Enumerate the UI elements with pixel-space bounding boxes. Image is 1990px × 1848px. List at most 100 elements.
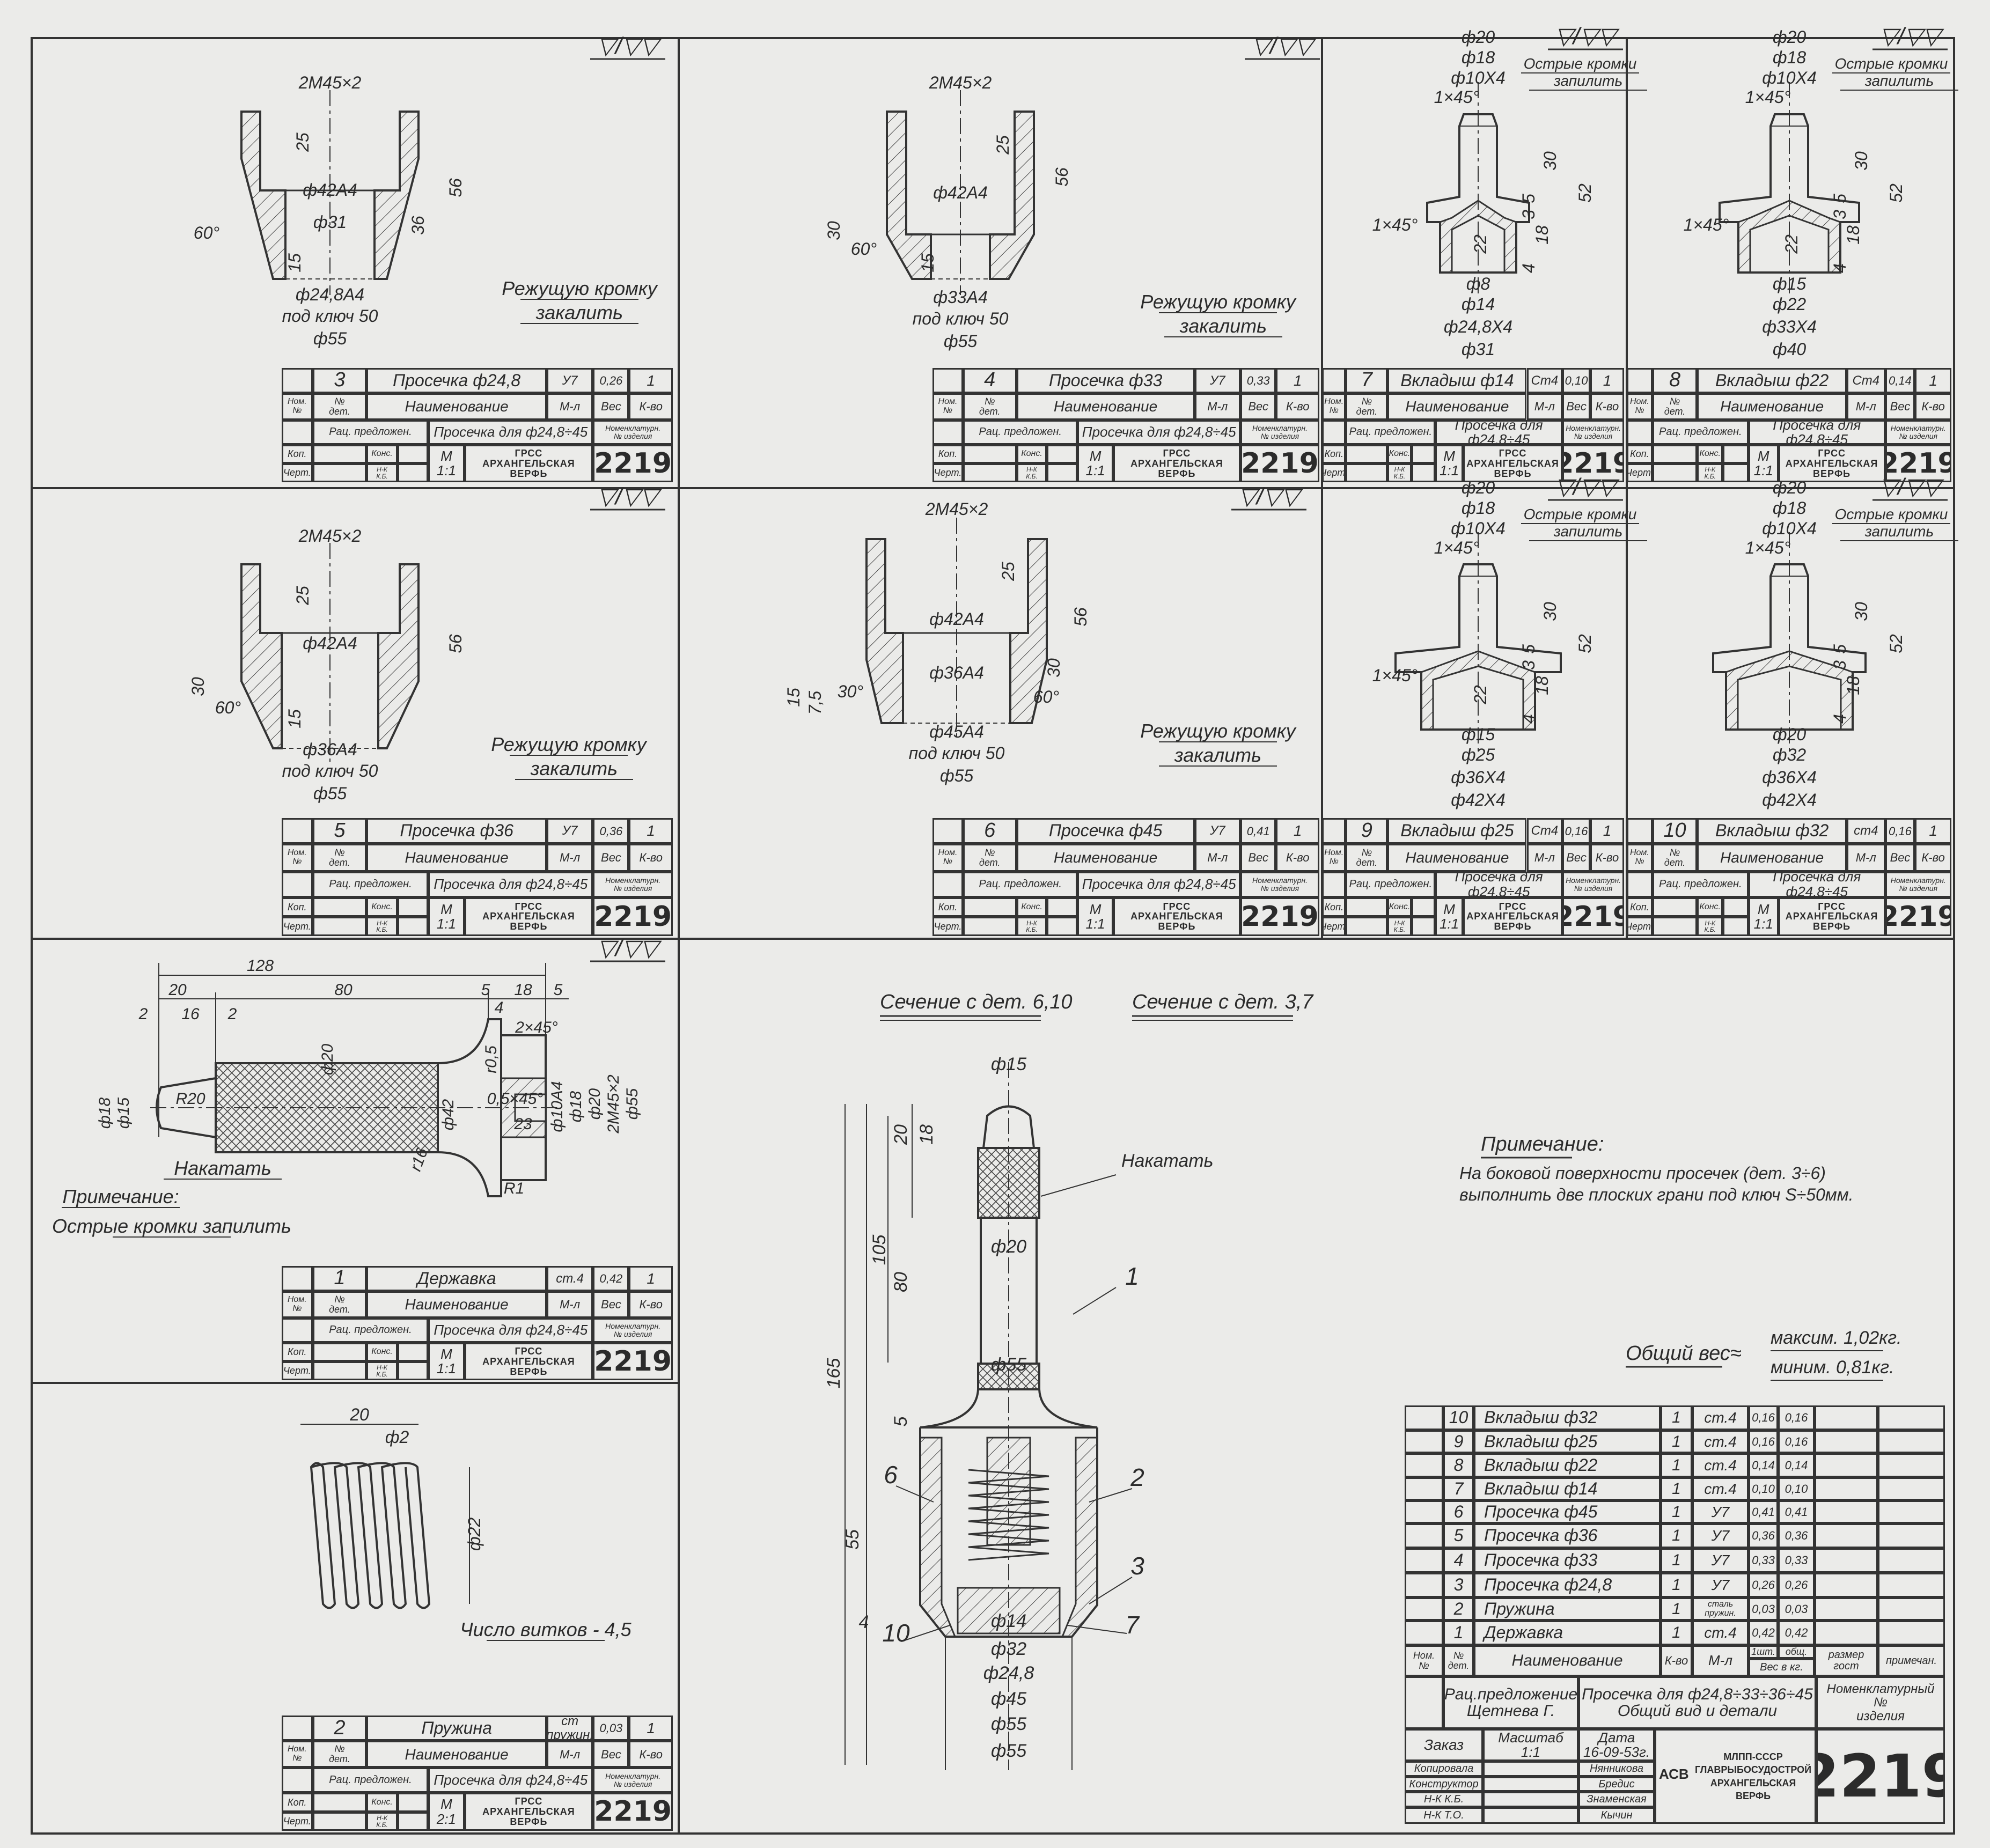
dimension-label: R1 [504,1180,524,1197]
bom-unit-weight: 0,26 [1749,1573,1778,1597]
drawing-note: Острые кромки [1524,506,1637,522]
assembly-dimension-label: ф14 [991,1611,1026,1631]
dimension-label: 60° [194,223,220,242]
dimension-label: 5 [1830,194,1849,203]
bom-part-name: Просечка ф33 [1474,1548,1661,1573]
signature-copied [1346,445,1388,464]
surface-finish-symbol: ▽/▽▽ [597,483,662,510]
assembly-insert-section [957,1587,1061,1635]
dimension-label: 52 [1575,634,1595,653]
bom-remark-cell [1878,1548,1945,1573]
dimension-label: 2×45° [515,1019,558,1036]
dimension-label: ф42A4 [929,609,983,629]
bom-size-cell [1815,1523,1878,1548]
part-number: 1 [312,1266,367,1291]
label-material: М-л [1194,844,1240,872]
label-drawn: Черт. [282,463,313,482]
dimension-label: 1×45° [1434,538,1480,557]
scale-value: 1:1 [436,462,457,479]
bom-material: У7 [1692,1548,1749,1573]
signature-designer [1047,445,1078,464]
bom-part-number: 1 [1443,1621,1474,1645]
bom-unit-weight: 0,16 [1749,1430,1778,1453]
title-block-empty-cell [282,419,313,445]
bom-remark-cell [1878,1523,1945,1548]
part-number: 4 [963,368,1017,393]
dimension-label: 56 [446,634,465,653]
bom-material: ст.4 [1692,1621,1749,1645]
dimension-label: ф55 [940,766,974,785]
part-name: Просечка ф24,8 [366,368,547,393]
bom-size-cell [1815,1548,1878,1573]
bom-header-det-no: № дет. [1443,1645,1474,1676]
dimension-label: ф33A4 [933,288,987,307]
assembly-dimension-label: ф32 [991,1639,1026,1659]
part-name: Вкладыш ф25 [1387,818,1527,844]
dimension-label: 2M45×2 [605,1074,622,1134]
signature-designer [397,897,429,917]
dimension-label: ф2 [385,1427,409,1447]
label-nomenclature: Номенклатурн. № изделия [1562,419,1624,445]
label-material: М-л [546,844,593,872]
bom-size-cell [1815,1430,1878,1453]
part-balloon-number: 7 [1125,1611,1140,1639]
dimension-label: 30 [1540,602,1560,621]
bom-quantity: 1 [1661,1548,1692,1573]
assembly-title: Просечка для ф24,8÷45 [428,1317,593,1343]
bom-part-name: Вкладыш ф25 [1474,1430,1661,1453]
dimension-label: 30 [1852,602,1871,621]
label-material: М-л [546,1741,593,1768]
label-rat-proposal: Рац. предложен. [963,871,1078,897]
dimension-label: ф36A4 [303,740,357,759]
assembly-punch-wall-section [1061,1437,1098,1638]
part-name: Вкладыш ф22 [1697,368,1847,393]
label-det-no: № дет. [1652,844,1698,872]
bom-empty-cell [1405,1597,1443,1621]
label-copied: Коп. [282,897,313,917]
drawing-number: 2219 [1240,897,1319,936]
bom-header-unit-weight: 1шт. [1749,1645,1778,1659]
dimension-label: 1×45° [1684,215,1729,234]
title-block-empty-cell [932,871,963,897]
scale-value: 2:1 [436,1810,457,1827]
bom-unit-weight: 0,42 [1749,1621,1778,1645]
drawing-note: запилить [1553,523,1622,540]
scale-value: 1:1 [1521,1744,1541,1760]
label-material: М-л [1846,393,1885,420]
organization-line: ВЕРФЬ [1813,921,1851,932]
label-drawn: Черт. [282,1812,313,1831]
insert-cap-section [1439,200,1517,274]
drawing-number: 2219 [593,445,673,482]
punch-wall-section [989,111,1035,280]
signature-designer [397,1793,429,1813]
dimension-label: 30 [1540,151,1560,171]
drawing-note: Режущую кромку [1140,720,1297,742]
bom-remark-cell [1878,1597,1945,1621]
title-block-empty-cell [282,368,313,393]
organization-line: ВЕРФЬ [510,921,548,932]
label-rat-proposal: Рац. предложен. [312,419,429,445]
part-balloon-number: 2 [1130,1463,1144,1491]
label-drawn: Черт. [1627,917,1653,936]
part-weight: 0,14 [1885,368,1915,393]
assembly-dimension-label: ф24,8 [983,1663,1034,1683]
label-designer: Конс. [366,445,398,464]
label-weight: Вес [1885,393,1915,420]
label-designer: Конс. [1016,445,1047,464]
title-block-empty-cell [282,1716,313,1741]
dimension-label: ф24,8A4 [296,285,364,304]
signature-designer [1723,445,1749,464]
signature-drawn [963,917,1017,936]
label-name: Наименование [366,1291,547,1318]
dimension-label: ф10X4 [1451,519,1505,538]
dimension-label: 15 [918,253,937,273]
drawing-number: 2219 [1562,897,1624,936]
part-number: 5 [312,818,367,844]
part-balloon-number: 10 [882,1619,910,1647]
dimension-label: ф18 [1462,498,1495,518]
organization-line: ВЕРФЬ [510,1366,548,1377]
